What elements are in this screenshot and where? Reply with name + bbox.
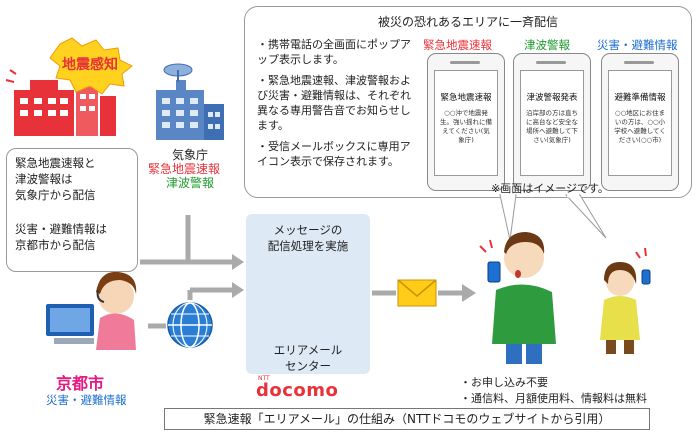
area-mail-center-panel: メッセージの 配信処理を実施 エリアメール センター (246, 214, 370, 374)
earthquake-detected-label: 地震感知 (62, 57, 118, 73)
phone-label-earthquake: 緊急地震速報 (423, 38, 492, 52)
jma-tsunami-warning: 津波警報 (166, 176, 215, 190)
screen-body: ○○沖で地震発生。強い揺れに備えてください(気象庁) (440, 109, 492, 144)
center-process-line2: 配信処理を実施 (267, 239, 349, 253)
person-receiving-alert-icon (600, 247, 651, 354)
note-no-application: ・お申し込み不要 (460, 376, 548, 389)
figure-caption: 緊急速報「エリアメール」の仕組み（NTTドコモのウェブサイトから引用） (164, 408, 650, 430)
bullet-alert-sound: ・緊急地震速報、津波警報および災害・避難情報は、それぞれ異なる専用警告音でお知ら… (257, 74, 411, 132)
explanation-line: 京都市から配信 (15, 238, 96, 252)
kyoto-city-label: 京都市 (56, 374, 105, 393)
phone-speaker (536, 61, 566, 64)
center-process-line1: メッセージの (273, 223, 343, 237)
phone-earthquake-alert: 緊急地震速報 ○○沖で地震発生。強い揺れに備えてください(気象庁) (427, 53, 505, 191)
bullet-mailbox-icon: ・受信メールボックスに専用アイコン表示で保存されます。 (257, 140, 411, 168)
phone-screen: 緊急地震速報 ○○沖で地震発生。強い揺れに備えてください(気象庁) (434, 70, 498, 176)
globe-icon (167, 302, 213, 348)
jma-building-icon (156, 63, 224, 140)
jma-earthquake-warning: 緊急地震速報 (148, 162, 221, 176)
screen-body: ○○地区にお住まいの方は、○○小学校へ避難してください(○○市) (614, 109, 666, 144)
phone-screen: 避難準備情報 ○○地区にお住まいの方は、○○小学校へ避難してください(○○市) (608, 70, 672, 176)
note-free-of-charge: ・通信料、月額使用料、情報料は無料 (460, 392, 647, 405)
callout-tail-right (564, 194, 607, 239)
phone-label-tsunami: 津波警報 (524, 38, 570, 52)
bullet-popup: ・携帯電話の全画面にポップアップ表示します。 (257, 38, 411, 66)
center-name-line1: エリアメール (273, 343, 343, 357)
flow-arrow-head (232, 282, 244, 298)
screen-title: 緊急地震速報 (440, 93, 492, 103)
callout-title: 被災の恐れあるエリアに一斉配信 (377, 15, 558, 29)
phone-label-disaster: 災害・避難情報 (597, 38, 678, 52)
earthquake-building-icon (5, 69, 125, 136)
center-name-line2: センター (285, 359, 331, 373)
explanation-line: 気象庁から配信 (15, 188, 96, 202)
explanation-line: 緊急地震速報と (15, 156, 96, 170)
phone-speaker (624, 61, 654, 64)
docomo-logo: docomo (256, 380, 339, 401)
explanation-line: 災害・避難情報は (15, 222, 107, 236)
ntt-small-text: NTT (258, 375, 270, 382)
flow-arrow-head (462, 284, 476, 302)
flow-arrow-head (232, 254, 244, 270)
phone-screen: 津波警報発表 沿岸部の方は直ちに高台など安全な場所へ避難して下さい(気象庁) (520, 70, 584, 176)
operator-icon (46, 271, 137, 350)
screen-title: 避難準備情報 (614, 93, 666, 103)
phone-tsunami-alert: 津波警報発表 沿岸部の方は直ちに高台など安全な場所へ避難して下さい(気象庁) (513, 53, 591, 191)
screen-title: 津波警報発表 (526, 93, 578, 103)
person-receiving-alert-icon (479, 232, 556, 364)
explanation-line: 津波警報は (15, 172, 73, 186)
screen-body: 沿岸部の方は直ちに高台など安全な場所へ避難して下さい(気象庁) (526, 109, 578, 144)
mail-envelope-icon (397, 279, 437, 307)
source-explanation-box: 緊急地震速報と 津波警報は 気象庁から配信 災害・避難情報は 京都市から配信 (6, 148, 138, 272)
jma-name: 気象庁 (172, 148, 209, 162)
image-note: ※画面はイメージです。 (491, 182, 609, 195)
phone-evacuation-alert: 避難準備情報 ○○地区にお住まいの方は、○○小学校へ避難してください(○○市) (601, 53, 679, 191)
callout-tail-left (499, 194, 517, 241)
kyoto-city-info: 災害・避難情報 (46, 393, 127, 407)
broadcast-callout: 被災の恐れあるエリアに一斉配信 ・携帯電話の全画面にポップアップ表示します。 ・… (244, 6, 692, 198)
burst-icon (49, 37, 133, 95)
phone-speaker (450, 61, 480, 64)
